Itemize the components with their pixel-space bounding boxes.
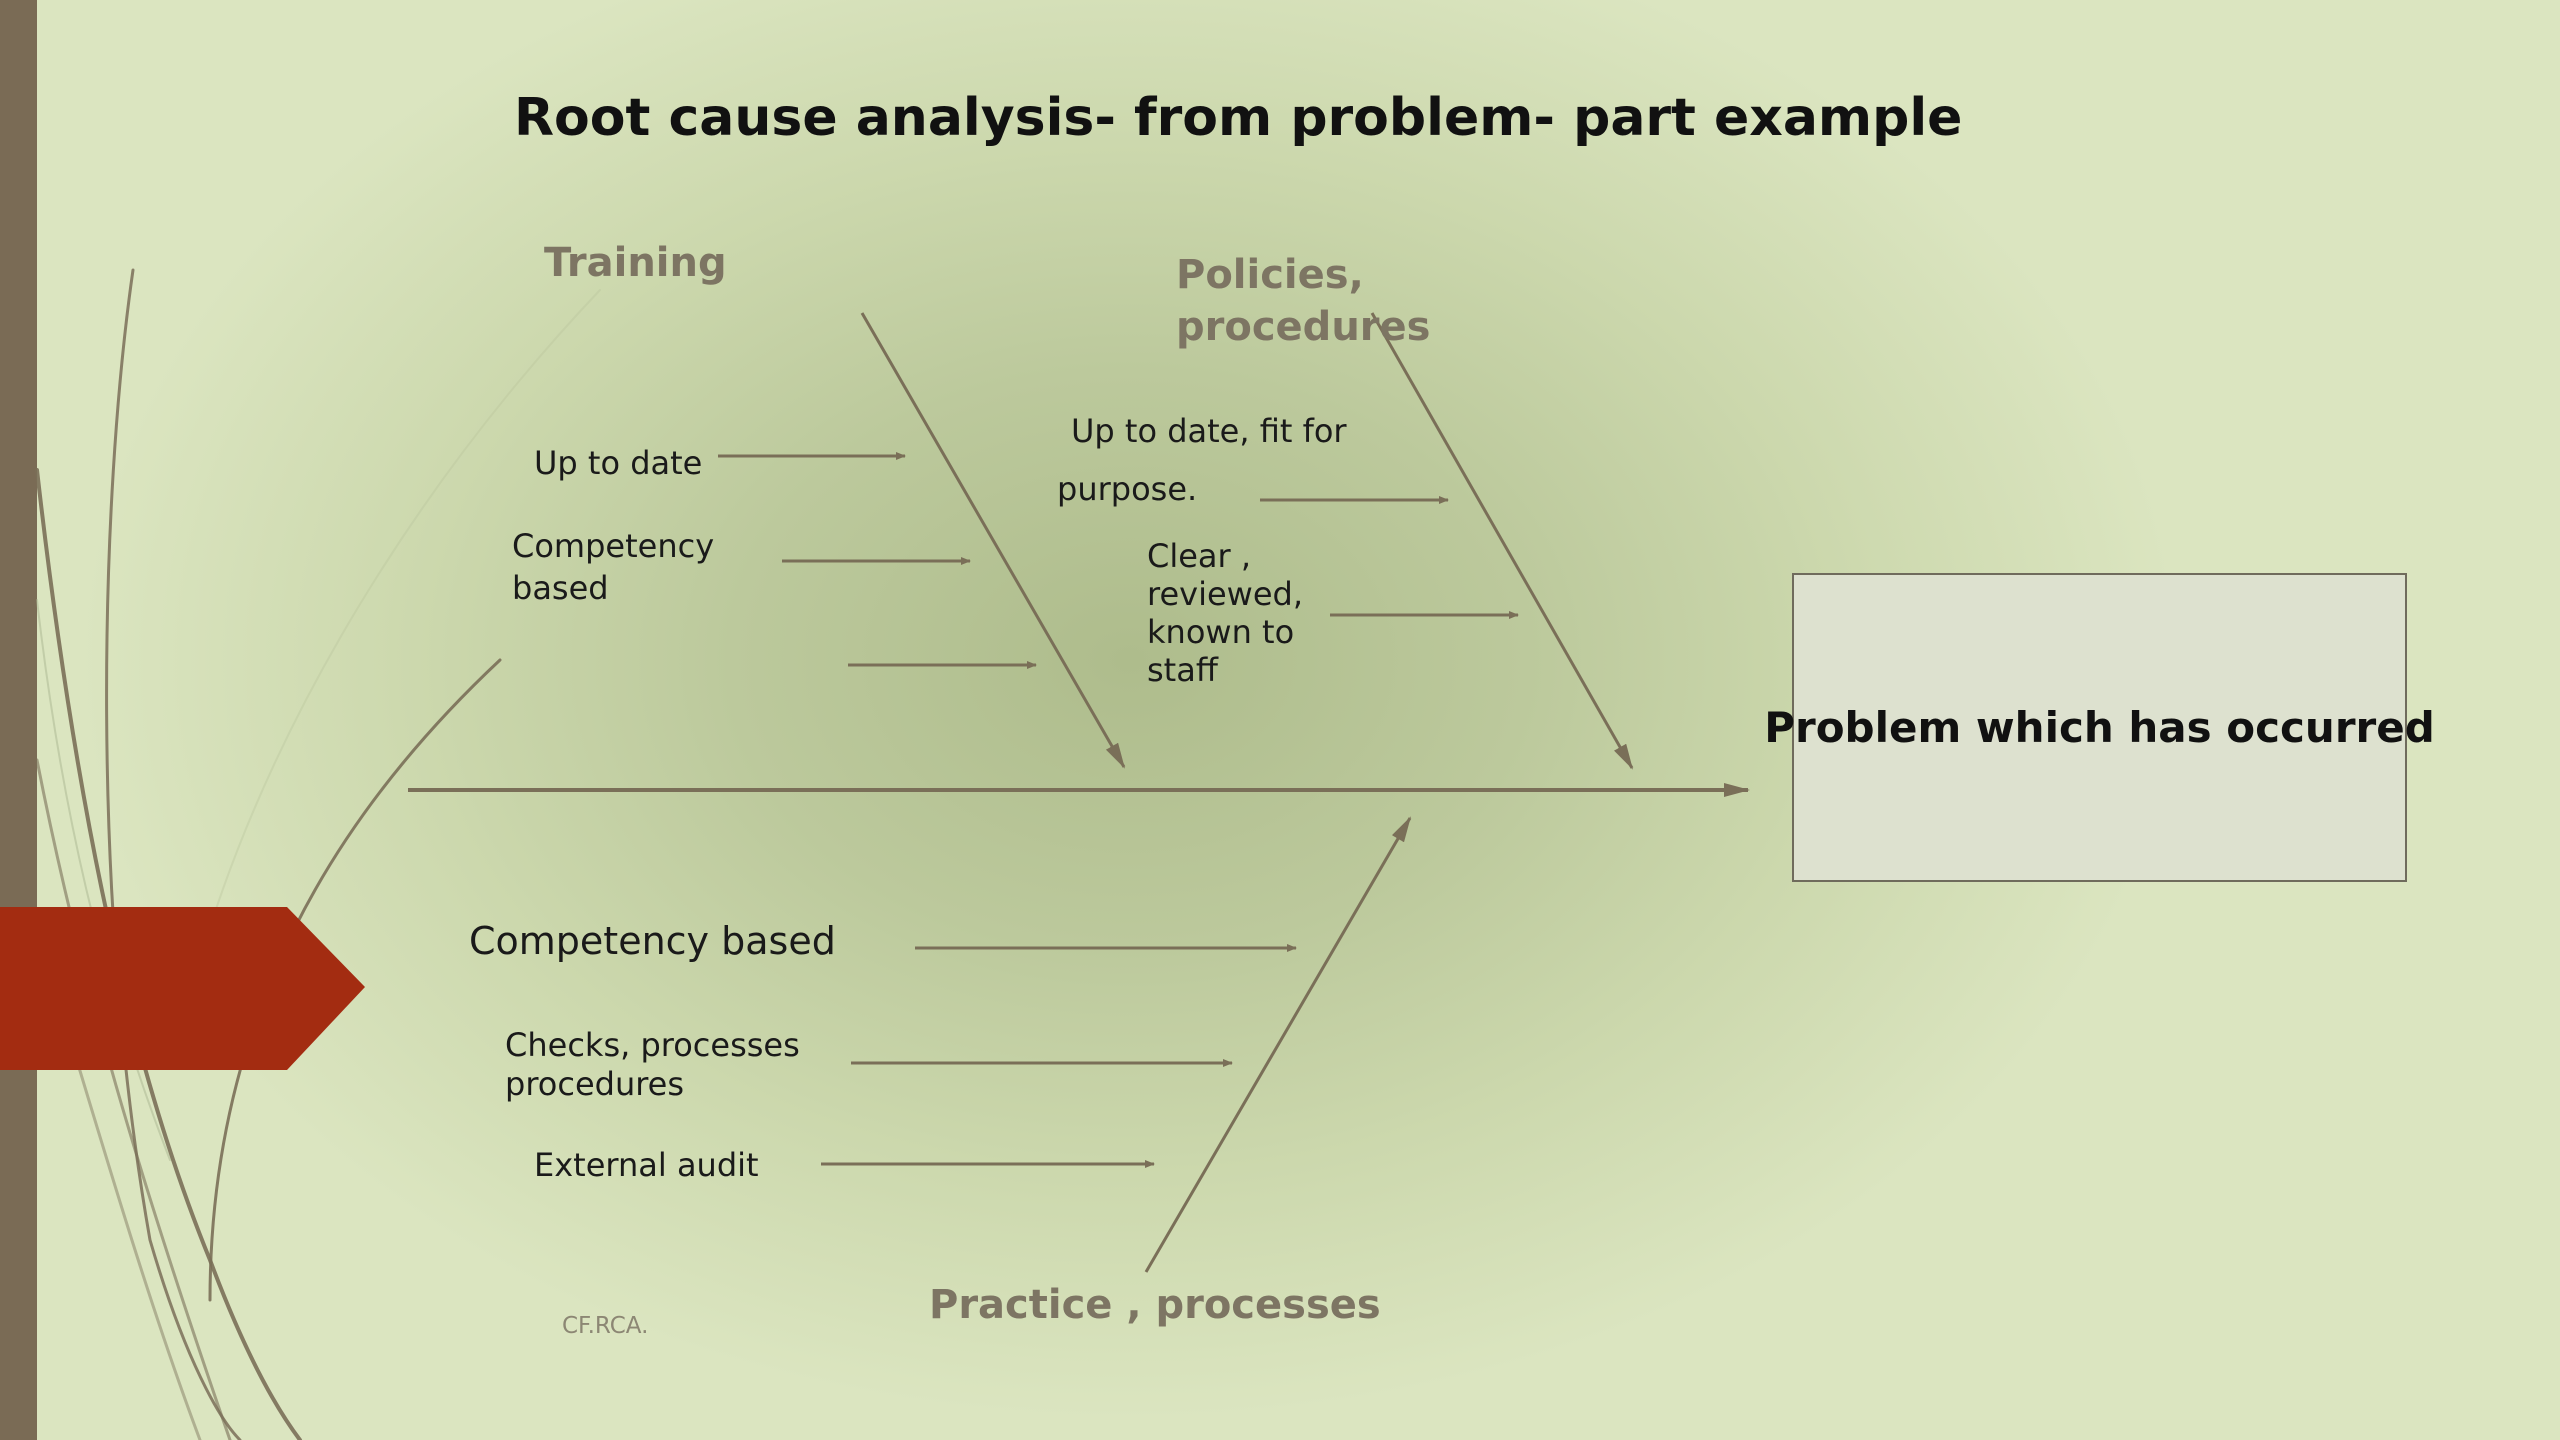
category-training: Training xyxy=(544,240,727,286)
bone-practice xyxy=(1144,816,1412,1273)
bone-policies xyxy=(1370,312,1634,770)
left-accent-bar xyxy=(0,0,37,1440)
cause-practice-competency: Competency based xyxy=(469,919,836,963)
cause-policies-clear-line4: staff xyxy=(1147,651,1218,689)
cause-policies-clear-line3: known to xyxy=(1147,613,1295,651)
cause-policies-clear-line2: reviewed, xyxy=(1147,575,1303,613)
cause-policies-clear-line1: Clear , xyxy=(1147,537,1252,575)
decor-curve xyxy=(36,599,171,1161)
category-practice: Practice , processes xyxy=(929,1282,1381,1328)
decor-curve xyxy=(35,758,232,1440)
red-accent-tab xyxy=(0,907,365,1070)
footer-note: CF.RCA. xyxy=(562,1313,649,1339)
cause-practice-checks-line1: Checks, processes xyxy=(505,1026,800,1064)
cause-policies-up-to-date-line2: purpose. xyxy=(1057,470,1198,508)
category-policies-line1: Policies, xyxy=(1176,252,1364,298)
slide-title: Root cause analysis- from problem- part … xyxy=(514,88,1963,148)
cause-training-up-to-date: Up to date xyxy=(534,444,703,482)
problem-text: Problem which has occurred xyxy=(1764,703,2435,752)
cause-training-competency-line2: based xyxy=(512,569,609,607)
decor-curve xyxy=(35,468,302,1440)
problem-box: Problem which has occurred xyxy=(1764,573,2435,882)
decor-curve xyxy=(199,289,601,961)
bone-training xyxy=(860,312,1126,769)
cause-practice-audit: External audit xyxy=(534,1146,759,1184)
cause-training-competency-line1: Competency xyxy=(512,527,715,565)
cause-practice-checks-line2: procedures xyxy=(505,1065,685,1103)
cause-policies-up-to-date-line1: Up to date, fit for xyxy=(1071,412,1347,450)
category-policies-line2: procedures xyxy=(1176,304,1431,350)
